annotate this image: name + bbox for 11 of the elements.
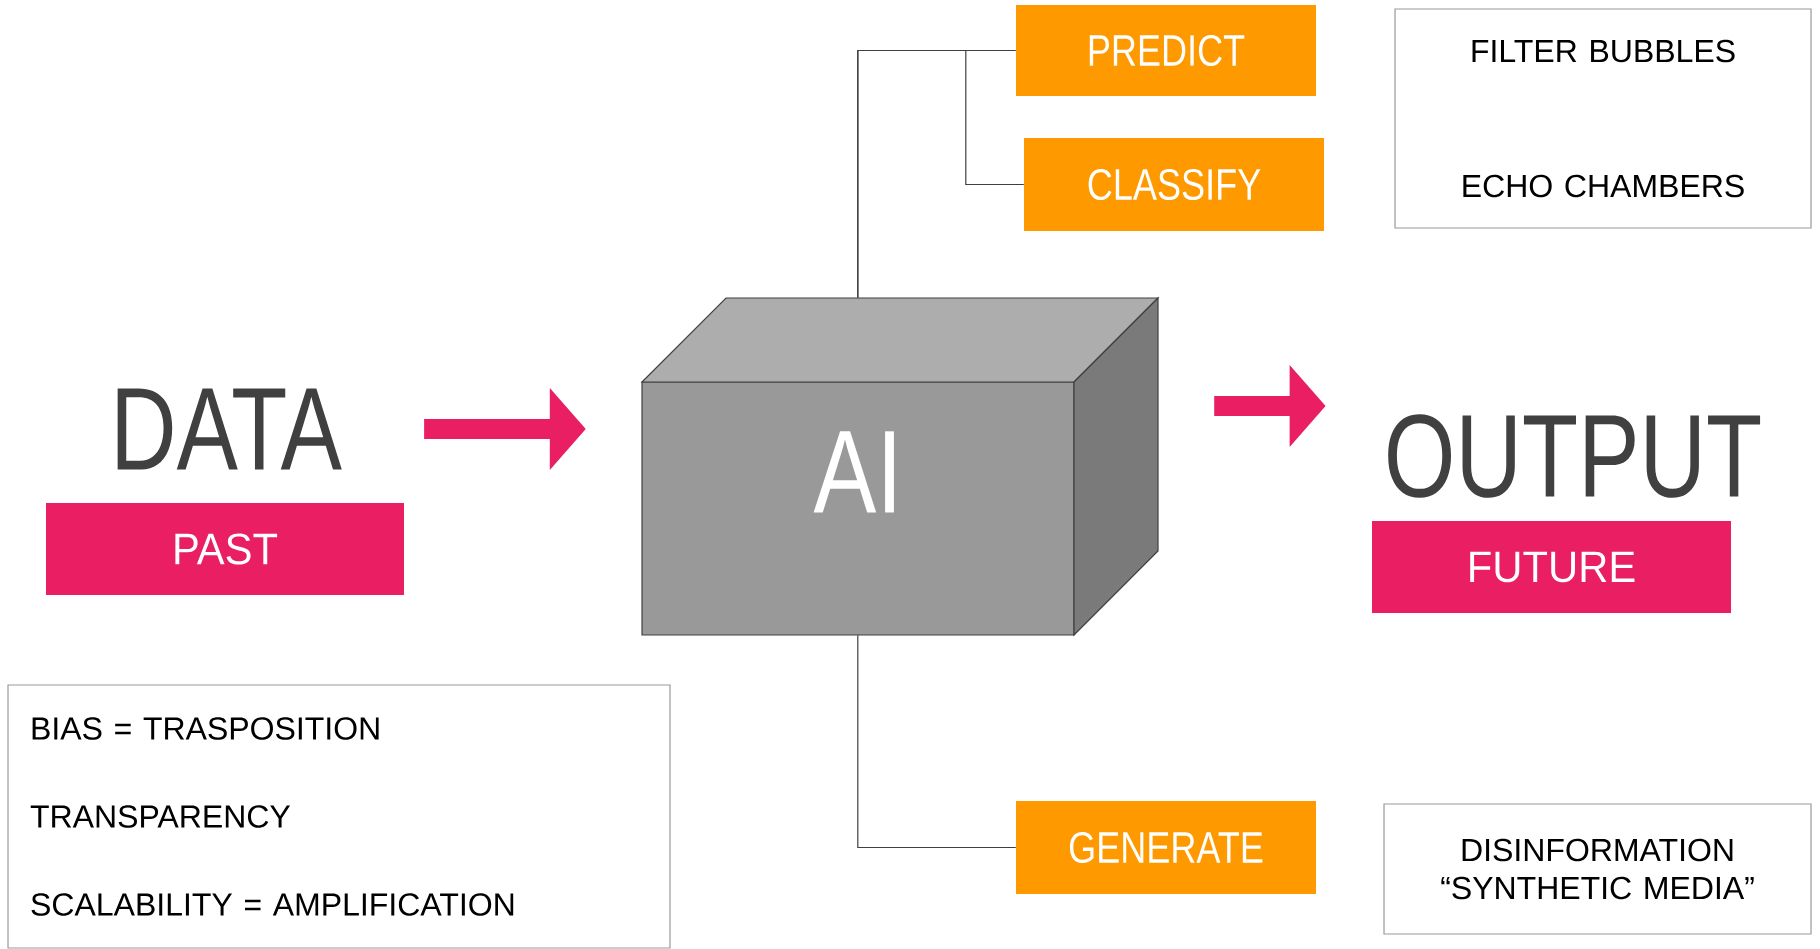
action-box: GENERATE bbox=[1016, 801, 1316, 894]
label-box: FUTURE bbox=[1372, 521, 1731, 613]
text-box: FILTER BUBBLES ECHO CHAMBERS bbox=[1394, 8, 1812, 229]
heading-text: OUTPUT bbox=[1388, 414, 1761, 498]
action-box: CLASSIFY bbox=[1024, 138, 1324, 231]
heading-text: DATA bbox=[117, 388, 342, 470]
label-box: PAST bbox=[46, 503, 404, 595]
text-box: BIAS = TRASPOSITION TRANSPARENCY SCALABILITY = AMPLIFICATION bbox=[7, 684, 671, 949]
connector-line bbox=[857, 634, 1017, 849]
text-box: DISINFORMATION “SYNTHETIC MEDIA” bbox=[1383, 803, 1812, 935]
action-box: PREDICT bbox=[1016, 5, 1316, 96]
